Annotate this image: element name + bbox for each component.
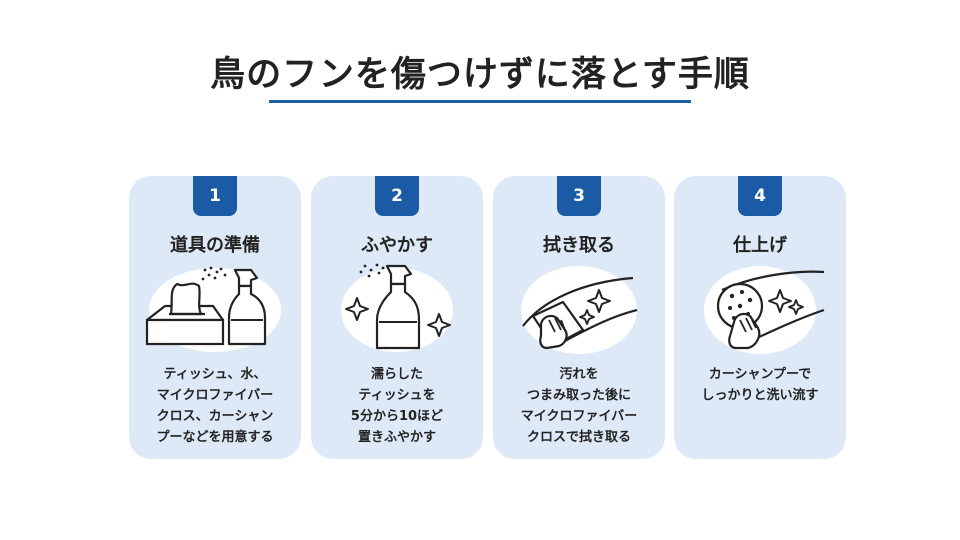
hand-sponge-washing-icon — [684, 260, 836, 355]
tissue-box-spray-bottle-icon — [139, 260, 291, 355]
step-description-line: ティッシュ、水、 — [163, 367, 267, 382]
step-description: ティッシュ、水、 マイクロファイバー クロス、カーシャン プーなどを用意する — [133, 364, 297, 448]
step-description-line: マイクロファイバー — [156, 388, 274, 403]
step-number-badge: 3 — [557, 176, 601, 216]
step-description-line: ティッシュを — [358, 388, 436, 403]
step-heading: 拭き取る — [543, 235, 615, 256]
step-number-badge: 1 — [193, 176, 237, 216]
hand-wiping-cloth-icon — [503, 260, 655, 355]
spray-bottle-sparkle-icon — [321, 260, 473, 355]
step-description-line: 濡らした — [370, 367, 423, 382]
step-description-line: 5分から10ほど — [350, 409, 444, 424]
step-description-line: クロスで拭き取る — [526, 430, 631, 445]
step-heading: ふやかす — [361, 235, 433, 256]
step-description-line: プーなどを用意する — [156, 430, 274, 445]
step-description: カーシャンプーで しっかりと洗い流す — [678, 364, 842, 406]
page-title: 鳥のフンを傷つけずに落とす手順 — [210, 55, 750, 95]
step-description-line: マイクロファイバー — [520, 409, 638, 424]
step-number-badge: 2 — [375, 176, 419, 216]
step-description: 汚れを つまみ取った後に マイクロファイバー クロスで拭き取る — [497, 364, 661, 448]
step-description-line: カーシャンプーで — [708, 367, 812, 382]
step-description-line: つまみ取った後に — [526, 388, 631, 403]
step-description: 濡らした ティッシュを 5分から10ほど 置きふやかす — [315, 364, 479, 448]
step-card-2: 2 ふやかす 濡らした ティッシュを 5分から10ほど 置きふやかす — [311, 176, 483, 459]
step-heading: 道具の準備 — [170, 235, 260, 256]
title-underline — [269, 100, 691, 103]
step-card-4: 4 仕上げ カーシャンプーで しっかりと洗い流す — [674, 176, 846, 459]
step-description-line: しっかりと洗い流す — [701, 388, 819, 403]
step-number-badge: 4 — [738, 176, 782, 216]
step-card-1: 1 道具の準備 ティッシュ、水、 マイクロファイバー クロス、カーシャン プーな… — [129, 176, 301, 459]
step-description-line: 置きふやかす — [357, 430, 436, 445]
step-card-3: 3 拭き取る 汚れを つまみ取った後に マイクロファイバー クロスで拭き取る — [493, 176, 665, 459]
step-description-line: クロス、カーシャン — [156, 409, 274, 424]
step-heading: 仕上げ — [733, 235, 787, 256]
step-description-line: 汚れを — [559, 367, 599, 382]
